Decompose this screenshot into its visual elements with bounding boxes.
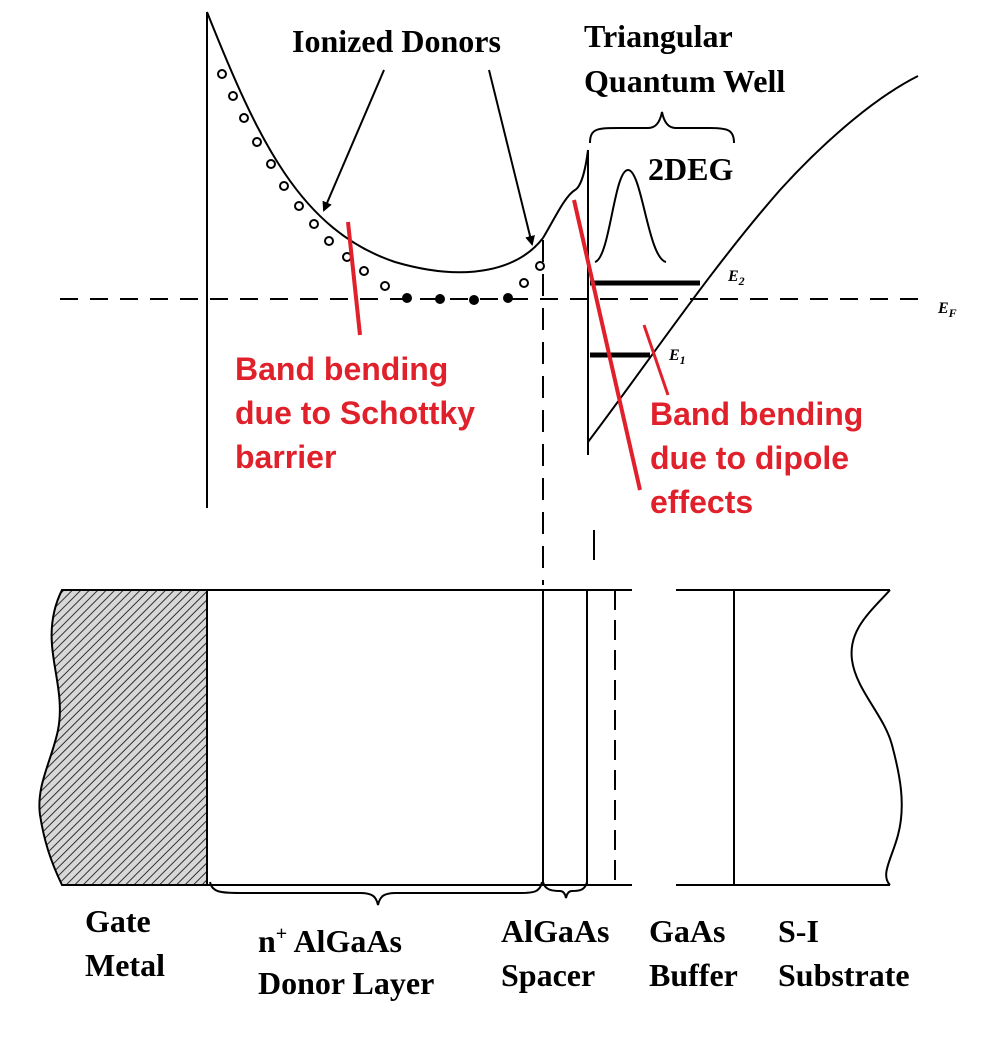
schottky-annotation-line1: Band bending [235, 351, 448, 387]
donor-layer-brace [209, 881, 543, 906]
donor-layer-label-2: Donor Layer [258, 965, 434, 1001]
dipole-pointer-2 [642, 324, 670, 396]
buffer-label-2: Buffer [649, 957, 738, 993]
schottky-annotation-line2: due to Schottky [235, 395, 475, 431]
substrate-label-1: S-I [778, 913, 819, 949]
layer-stack [38, 589, 903, 886]
gate-metal-block [38, 589, 208, 886]
conduction-band-spacer [542, 149, 589, 239]
band-structure [206, 11, 919, 508]
donor-arrow-left [322, 69, 385, 212]
substrate-edge [850, 589, 903, 886]
dipole-annotation: Band bending due to dipole effects [650, 396, 863, 520]
buffer-label-1: GaAs [649, 913, 725, 949]
e1-label: E1 [668, 347, 686, 367]
schottky-annotation: Band bending due to Schottky barrier [235, 351, 475, 475]
triangular-well-label-1: Triangular [584, 18, 733, 54]
ionized-donors-label: Ionized Donors [292, 23, 501, 59]
gate-label-1: Gate [85, 903, 151, 939]
dipole-annotation-line2: due to dipole [650, 440, 849, 476]
ionized-donors [217, 69, 545, 291]
conduction-band-donor [206, 11, 544, 274]
donor-arrow-right [488, 69, 535, 246]
twodeg-distribution [594, 168, 667, 263]
gate-label-2: Metal [85, 947, 165, 983]
spacer-brace [542, 881, 588, 899]
triangular-well-label-2: Quantum Well [584, 63, 785, 99]
layer-projection-lines [542, 240, 595, 585]
triangular-well-edge [587, 75, 919, 443]
spacer-label-1: AlGaAs [501, 913, 609, 949]
neutral-donors [402, 293, 513, 305]
spacer-label-2: Spacer [501, 957, 595, 993]
dipole-annotation-line1: Band bending [650, 396, 863, 432]
schottky-annotation-line3: barrier [235, 439, 336, 475]
twodeg-label: 2DEG [648, 151, 733, 187]
substrate-label-2: Substrate [778, 957, 910, 993]
fermi-level-label: EF [937, 300, 957, 320]
schottky-pointer [346, 221, 362, 336]
e2-label: E2 [727, 268, 745, 288]
donor-layer-label-1: n+ AlGaAs [258, 923, 402, 959]
dipole-pointer [572, 199, 642, 491]
quantum-well-brace [589, 111, 735, 144]
dipole-annotation-line3: effects [650, 484, 753, 520]
